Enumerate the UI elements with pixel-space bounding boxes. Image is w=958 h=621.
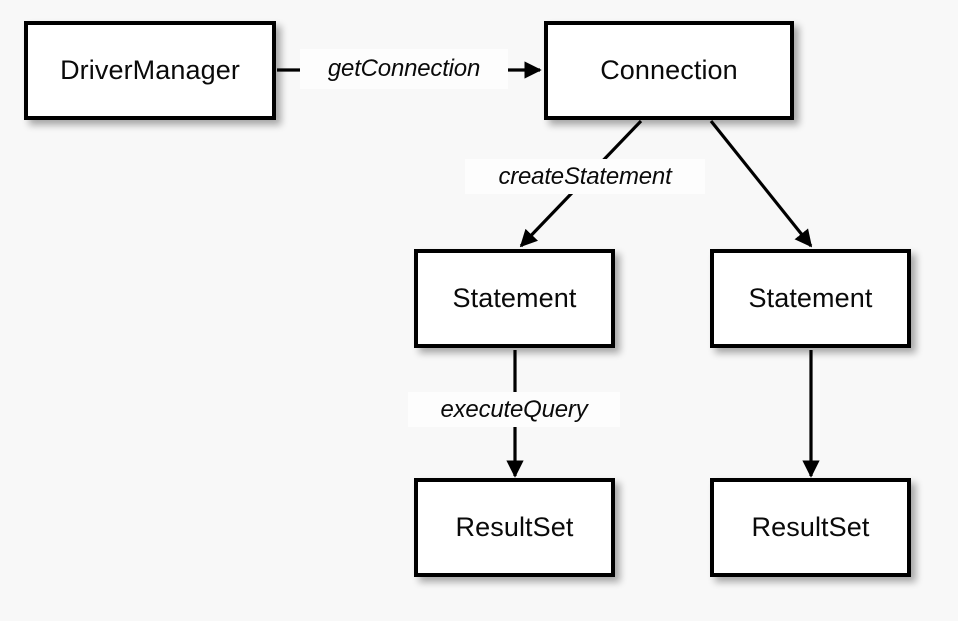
node-statement-right[interactable]: Statement <box>710 249 911 348</box>
node-resultset-left[interactable]: ResultSet <box>414 478 615 577</box>
edge-label-get-connection-text: getConnection <box>327 55 481 82</box>
node-driver-manager[interactable]: DriverManager <box>24 21 276 120</box>
edge-label-execute-query: executeQuery <box>408 392 620 427</box>
edge-label-create-statement: createStatement <box>465 159 705 194</box>
node-resultset-right[interactable]: ResultSet <box>710 478 911 577</box>
edge-label-create-statement-text: createStatement <box>498 162 672 190</box>
node-resultset-left-label: ResultSet <box>455 512 574 542</box>
edge-label-get-connection: getConnection <box>300 49 508 89</box>
node-connection[interactable]: Connection <box>544 21 794 120</box>
node-resultset-right-label: ResultSet <box>751 512 870 542</box>
node-statement-left[interactable]: Statement <box>414 249 615 348</box>
node-connection-label: Connection <box>600 55 738 85</box>
node-driver-manager-label: DriverManager <box>60 55 240 85</box>
node-statement-right-label: Statement <box>748 283 873 313</box>
edge-label-execute-query-text: executeQuery <box>440 395 588 423</box>
edge-connection-to-statement-right <box>709 120 813 248</box>
node-statement-left-label: Statement <box>452 283 577 313</box>
